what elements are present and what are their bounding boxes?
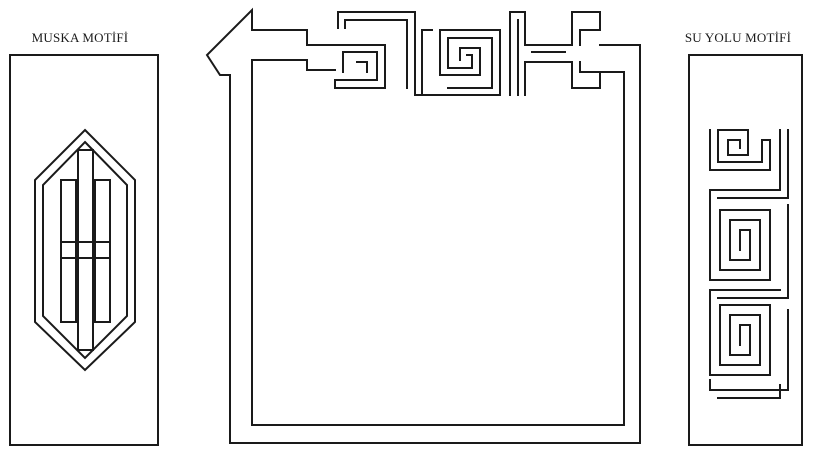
meander-right-h-bottom [525,62,600,95]
meander-right-h-top [510,12,600,95]
meander-top-step [338,12,440,95]
muska-inner-hexagon [43,142,127,358]
muska-right-bar [95,180,110,322]
meander-center-left-post [422,30,432,95]
su-yolu-lower-spiral [710,290,780,375]
su-yolu-panel-frame [689,55,802,445]
center-inner-square [252,72,624,425]
center-motif [207,10,640,443]
muska-motif-panel [10,55,158,445]
su-yolu-lower-connector [718,205,788,298]
meander-left-hook-inner [357,62,367,72]
meander-center-spiral-inner [448,38,492,88]
center-outer-contour [207,10,640,443]
meander-left-hook [335,45,385,88]
su-yolu-motif-panel [689,55,802,445]
su-yolu-bottom-tail-inner [718,385,780,398]
muska-center-bar [78,150,93,350]
su-yolu-top-hook [710,130,770,170]
muska-left-bar [61,180,76,322]
meander-band [335,12,600,95]
muska-outer-hexagon [35,130,135,370]
